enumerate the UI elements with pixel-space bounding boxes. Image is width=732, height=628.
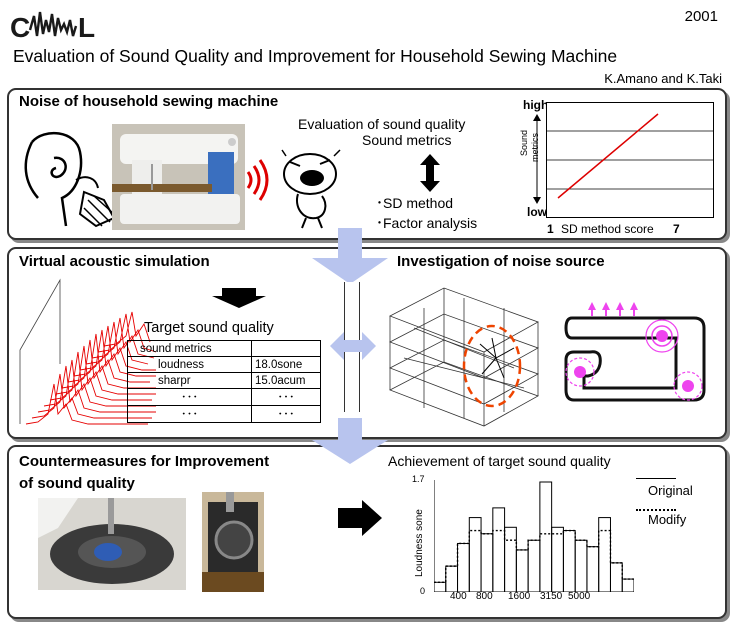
table-header-row: sound metrics <box>127 340 321 357</box>
table-row: ･･･ ･･･ <box>127 405 321 423</box>
correlation-graph <box>546 102 714 218</box>
bar-original <box>468 517 482 593</box>
xtick-label: 800 <box>476 591 493 602</box>
chart-ylabel: Loudness sone <box>414 509 425 577</box>
camal-logo-graphic: C L <box>10 11 95 43</box>
table-row: loudness 18.0sone <box>127 356 321 373</box>
bar-original <box>433 581 447 593</box>
bar-original <box>515 549 529 593</box>
panel-noise-title: Noise of household sewing machine <box>19 93 279 110</box>
legend-modify-label: Modify <box>648 512 687 527</box>
legend-original-label: Original <box>648 483 693 498</box>
graph-high-label: high <box>523 98 549 112</box>
flow-arrow-down-1 <box>312 228 388 284</box>
eval-sound-quality-text: Evaluation of sound quality <box>298 116 466 132</box>
panel-noise-source-title: Investigation of noise source <box>397 253 605 270</box>
svg-text:C: C <box>10 12 30 43</box>
xtick-label: 400 <box>450 591 467 602</box>
chart-ytick-top: 1.7 <box>412 474 425 484</box>
graph-xlabel: SD method score <box>561 222 654 236</box>
graph-axis-arrow-icon <box>532 114 542 204</box>
table-row: sharpr 15.0acum <box>127 372 321 389</box>
bar-original <box>574 539 588 593</box>
bar-original <box>609 562 623 593</box>
listener-head-drawing <box>14 122 124 230</box>
method-sd: ･SD method <box>376 195 454 211</box>
chart-ytick-bottom: 0 <box>420 586 426 596</box>
graph-low-label: low <box>527 205 547 219</box>
waterfall-plot <box>18 274 158 432</box>
series-modify-line <box>434 529 634 583</box>
annoyed-person-drawing <box>276 146 356 230</box>
table-cell: ･･･ <box>127 405 252 423</box>
table-row: ･･･ ･･･ <box>127 388 321 406</box>
xtick-label: 5000 <box>568 591 591 602</box>
panel-countermeasures-title-1: Countermeasures for Improvement <box>19 453 270 470</box>
flow-arrow-down-2 <box>312 418 388 464</box>
noise-source-highlight <box>462 324 522 408</box>
table-header-cell-empty <box>251 340 321 357</box>
panel-countermeasures-title-2: of sound quality <box>19 475 135 492</box>
table-header-cell: sound metrics <box>127 340 252 357</box>
panel-simulation-title: Virtual acoustic simulation <box>19 253 210 270</box>
table-cell: 18.0sone <box>251 356 321 373</box>
target-sound-quality-title: Target sound quality <box>144 320 274 336</box>
bar-original <box>527 539 541 593</box>
legend-original-line <box>636 478 676 479</box>
bar-original <box>445 565 459 593</box>
mechanism-photo <box>202 492 264 592</box>
bar-original <box>586 546 600 593</box>
table-cell: ･･･ <box>251 388 321 406</box>
noise-source-map <box>558 294 716 406</box>
sound-metrics-text: Sound metrics <box>362 132 452 148</box>
svg-text:L: L <box>78 12 95 43</box>
table-cell: sharpr <box>127 372 252 389</box>
table-cell: ･･･ <box>251 405 321 423</box>
graph-ylabel-2: metrics <box>530 133 540 162</box>
xtick-label: 3150 <box>540 591 563 602</box>
chart-title: Achievement of target sound quality <box>388 453 611 469</box>
bar-original <box>539 481 553 593</box>
loudness-chart-svg <box>433 480 635 593</box>
double-arrow-icon <box>418 154 442 192</box>
graph-xmax: 7 <box>673 222 680 236</box>
sewing-machine-photo <box>112 124 245 230</box>
graph-ylabel-1: Sound <box>519 129 529 156</box>
table-cell: ･･･ <box>127 388 252 406</box>
graph-xmin: 1 <box>547 222 554 236</box>
chart-axes <box>433 480 634 593</box>
authors: K.Amano and K.Taki <box>604 71 722 86</box>
loudness-chart <box>433 480 635 593</box>
table-cell: loudness <box>127 356 252 373</box>
legend-modify-line <box>636 509 676 511</box>
correlation-line <box>557 113 659 199</box>
down-arrow-icon <box>212 288 266 308</box>
flow-arrow-double <box>330 330 376 362</box>
year-label: 2001 <box>684 8 718 25</box>
wireframe-model <box>384 278 544 430</box>
page-title: Evaluation of Sound Quality and Improvem… <box>13 46 618 66</box>
bar-original <box>551 526 564 593</box>
bar-original <box>457 542 470 593</box>
bar-original <box>504 526 517 593</box>
bar-original <box>480 533 494 593</box>
bar-original <box>598 517 611 593</box>
right-arrow-icon <box>338 500 382 536</box>
sound-wave-icon <box>244 158 274 202</box>
xtick-label: 1600 <box>508 591 531 602</box>
bar-original <box>562 530 576 593</box>
table-cell: 15.0acum <box>251 372 321 389</box>
bar-original <box>621 578 635 593</box>
target-metrics-table: sound metrics loudness 18.0sone sharpr 1… <box>127 340 321 423</box>
bar-original <box>492 507 506 593</box>
logo: C L <box>8 6 100 44</box>
bobbin-area-photo <box>38 498 186 590</box>
method-factor: ･Factor analysis <box>376 215 478 231</box>
